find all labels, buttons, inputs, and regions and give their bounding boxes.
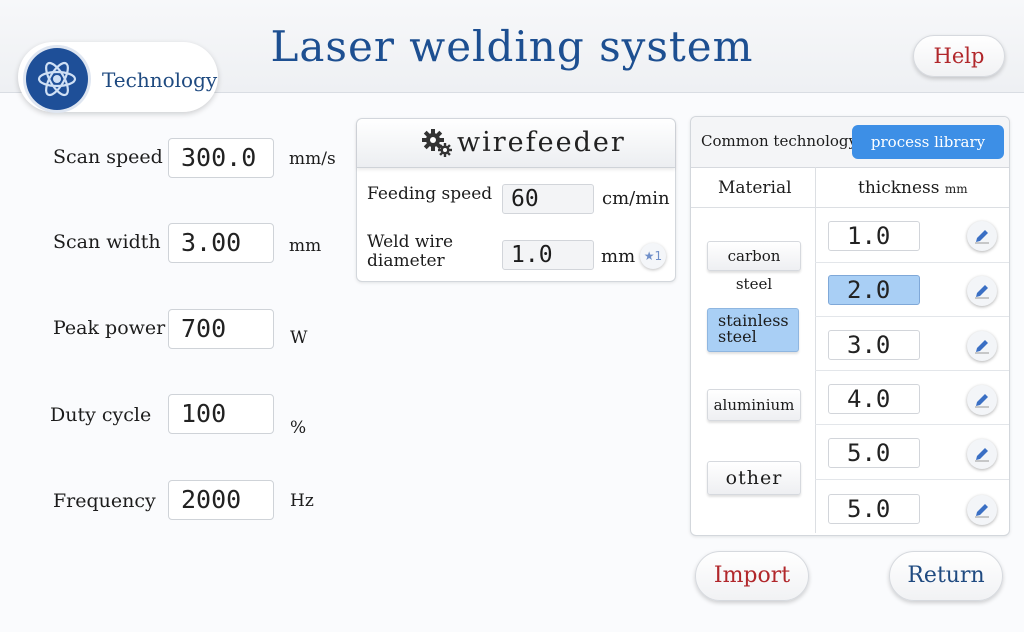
peak-power-label: Peak power [53,317,166,339]
edit-pencil-icon[interactable] [967,385,997,415]
thickness-header: thickness mm [858,178,968,198]
thickness-value-selected[interactable]: 2.0 [828,275,920,305]
thickness-value[interactable]: 1.0 [828,221,920,251]
duty-cycle-input[interactable]: 100 [168,394,274,434]
process-library-panel: Common technology process library Materi… [690,116,1010,536]
page-title: Laser welding system [270,22,754,71]
wire-diameter-input[interactable]: 1.0 [502,240,594,270]
feeding-speed-unit: cm/min [602,188,670,209]
row-divider [815,479,1009,480]
tab-process-library[interactable]: process library [852,125,1004,159]
thickness-value[interactable]: 4.0 [828,384,920,414]
frequency-label: Frequency [53,490,156,512]
edit-pencil-icon[interactable] [967,221,997,251]
material-carbon-steel[interactable]: carbon steel [707,241,801,293]
edit-pencil-icon[interactable] [967,276,997,306]
thickness-value[interactable]: 3.0 [828,330,920,360]
row-divider [815,370,1009,371]
technology-label: Technology [102,68,218,92]
frequency-unit: Hz [290,491,314,511]
help-button[interactable]: Help [913,35,1005,77]
library-tabs: Common technology process library [691,117,1009,168]
thickness-value[interactable]: 5.0 [828,438,920,468]
scan-width-unit: mm [289,236,322,256]
scan-speed-unit: mm/s [289,149,336,169]
technology-badge[interactable]: Technology [18,42,218,112]
row-divider [815,262,1009,263]
feeding-speed-input[interactable]: 60 [502,184,594,214]
frequency-input[interactable]: 2000 [168,480,274,520]
column-divider [815,167,816,533]
star-preset-button[interactable]: ★1 [640,243,666,269]
material-header: Material [718,178,792,198]
scan-speed-label: Scan speed [53,146,163,168]
row-divider [815,316,1009,317]
peak-power-input[interactable]: 700 [168,309,274,349]
feeding-speed-label: Feeding speed [367,184,493,204]
import-button[interactable]: Import [695,551,809,601]
peak-power-unit: W [290,328,308,348]
wire-diameter-unit: mm [601,246,636,267]
edit-pencil-icon[interactable] [967,495,997,525]
thickness-value[interactable]: 5.0 [828,494,920,524]
scan-width-input[interactable]: 3.00 [168,223,274,263]
scan-speed-input[interactable]: 300.0 [168,138,274,178]
gear-icon [422,129,452,157]
header-divider [691,207,1009,208]
row-divider [815,424,1009,425]
edit-pencil-icon[interactable] [967,439,997,469]
wirefeeder-panel: wirefeeder Feeding speed 60 cm/min Weld … [356,118,676,282]
wirefeeder-title: wirefeeder [457,127,626,158]
atom-icon [26,48,88,110]
tab-common-technology[interactable]: Common technology [701,132,857,150]
weld-wire-label: Weld wire [367,232,454,252]
edit-pencil-icon[interactable] [967,331,997,361]
wirefeeder-header[interactable]: wirefeeder [357,119,675,168]
duty-cycle-label: Duty cycle [50,404,152,426]
return-button[interactable]: Return [889,551,1003,601]
scan-width-label: Scan width [53,231,161,253]
duty-cycle-unit: % [290,418,307,438]
material-other[interactable]: other [707,461,801,495]
diameter-label: diameter [367,251,445,271]
material-aluminium[interactable]: aluminium [707,389,801,421]
